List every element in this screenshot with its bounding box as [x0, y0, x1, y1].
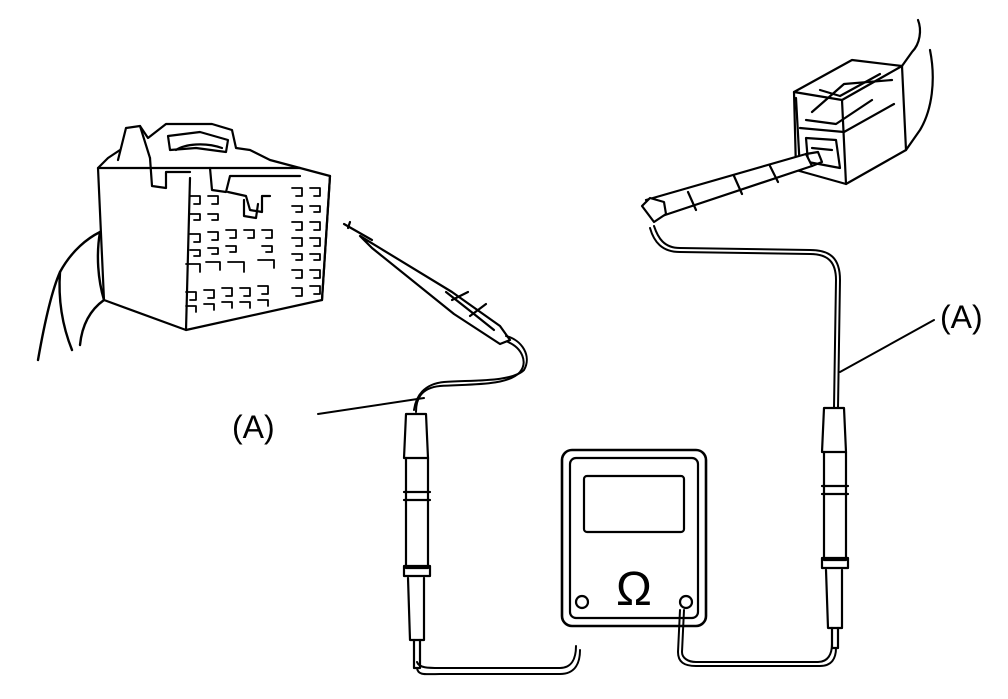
callout-right: (A): [839, 299, 983, 373]
two-pin-connector: [792, 18, 934, 186]
ohmmeter: Ω: [560, 448, 708, 628]
connector-housing: [96, 122, 332, 332]
right-lead-plug: [820, 406, 850, 650]
connector-pin-cavities: [185, 187, 321, 313]
right-test-probe: [640, 150, 824, 224]
meter-display: [582, 474, 686, 534]
callout-left: (A): [232, 397, 425, 445]
callout-right-label: (A): [940, 299, 983, 335]
callout-left-label: (A): [232, 409, 275, 445]
hand-outline: [36, 230, 106, 362]
left-lead-plug: [402, 412, 432, 670]
right-probe-lead-wire: [649, 225, 841, 409]
multi-pin-connector: [36, 122, 332, 362]
left-probe-lead-wire: [413, 335, 528, 413]
meter-jack-positive: [678, 594, 694, 610]
left-test-probe: [342, 220, 512, 346]
right-lead-from-meter-wire: [677, 609, 837, 667]
meter-jack-negative: [574, 594, 590, 610]
ohm-symbol: Ω: [616, 563, 652, 616]
left-lead-to-meter-wire: [416, 645, 581, 676]
